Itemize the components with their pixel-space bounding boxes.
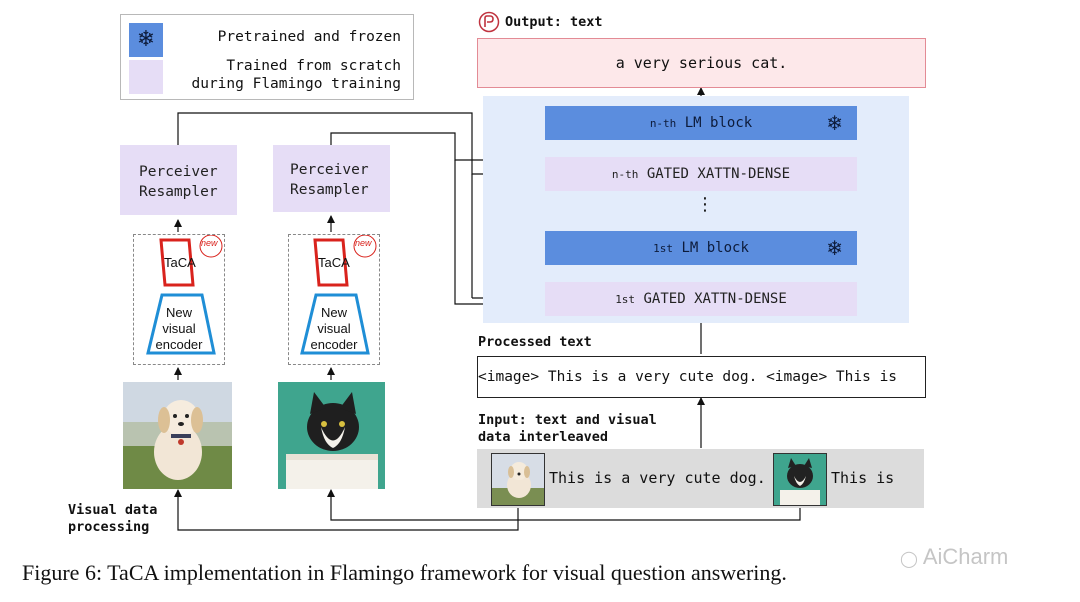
processed-heading: Processed text [478, 334, 592, 350]
encoder-label-1: New visual encoder [134, 305, 224, 353]
processing-label-line: processing [68, 519, 150, 535]
perceiver-label-2: Resampler [290, 182, 369, 198]
watermark-text: AiCharm [922, 544, 1009, 569]
nth-xattn-label: GATED XATTN-DENSE [646, 166, 791, 182]
processing-label-line: Visual data [68, 502, 158, 518]
encoder-label-line: New [165, 305, 192, 320]
dog-thumbnail [491, 453, 545, 506]
legend-frozen-label: Pretrained and frozen [217, 29, 401, 45]
input-heading-line-2: data interleaved [478, 429, 609, 445]
legend-trained-label-1: Trained from scratch [226, 58, 401, 74]
nth-lm-prefix: n-th [649, 117, 677, 130]
perceiver-resampler-2: Perceiver Resampler [273, 145, 390, 212]
first-lm-block: 1st LM block ❄ [545, 231, 857, 265]
perceiver-label-1: Perceiver [139, 164, 218, 180]
snowflake-icon: ❄ [136, 27, 156, 52]
first-xattn-prefix: 1st [615, 293, 636, 306]
taca-encoder-graphic-1 [146, 235, 223, 355]
encoder-label-line: visual [317, 321, 351, 336]
frozen-swatch: ❄ [129, 23, 163, 57]
figure-caption: Figure 6: TaCA implementation in Flaming… [22, 560, 787, 585]
input-heading-line-1: Input: text and visual [478, 412, 657, 428]
watermark: ◯ AiCharm [900, 544, 1008, 570]
output-logo-icon [478, 11, 500, 33]
taca-encoder-graphic-2 [300, 235, 377, 355]
taca-label-1: TaCA [164, 255, 196, 270]
cat-thumbnail [773, 453, 827, 506]
encoder-label-2: New visual encoder [289, 305, 379, 353]
legend-trained-label-2: during Flamingo training [191, 76, 401, 92]
snowflake-icon: ❄ [826, 111, 843, 135]
encoder-label-line: New [320, 305, 347, 320]
snowflake-icon: ❄ [826, 236, 843, 260]
first-xattn-label: GATED XATTN-DENSE [643, 291, 787, 307]
nth-xattn-prefix: n-th [611, 168, 639, 181]
input-box: This is a very cute dog. This is [477, 449, 924, 508]
first-lm-label: LM block [681, 240, 749, 256]
ellipsis: ⋮ [696, 194, 714, 215]
cat-image [278, 382, 385, 489]
legend: ❄ Pretrained and frozen Trained from scr… [120, 14, 414, 100]
encoder-label-line: encoder [155, 337, 203, 352]
processed-text-box: <image> This is a very cute dog. <image>… [477, 356, 926, 398]
trained-swatch [129, 60, 163, 94]
perceiver-label-1: Perceiver [290, 162, 369, 178]
taca-label-2: TaCA [318, 255, 350, 270]
dog-image [123, 382, 232, 489]
first-lm-prefix: 1st [653, 242, 673, 255]
wechat-icon: ◯ [900, 551, 918, 568]
nth-gated-xattn-dense: n-th GATED XATTN-DENSE [545, 157, 857, 191]
new-badge-2: new [355, 238, 372, 248]
output-text-box: a very serious cat. [477, 38, 926, 88]
first-gated-xattn-dense: 1st GATED XATTN-DENSE [545, 282, 857, 316]
perceiver-label-2: Resampler [139, 184, 218, 200]
nth-lm-label: LM block [684, 115, 753, 131]
encoder-group-1: TaCA new New visual encoder [133, 234, 225, 365]
encoder-label-line: visual [162, 321, 196, 336]
new-badge-1: new [201, 238, 218, 248]
perceiver-resampler-1: Perceiver Resampler [120, 145, 237, 215]
visual-data-processing-label: Visual data processing [68, 502, 157, 536]
input-text-1: This is a very cute dog. [549, 469, 766, 487]
nth-lm-block: n-th LM block ❄ [545, 106, 857, 140]
encoder-label-line: encoder [310, 337, 358, 352]
input-text-2: This is [831, 469, 895, 487]
encoder-group-2: TaCA new New visual encoder [288, 234, 380, 365]
output-heading: Output: text [505, 14, 603, 30]
